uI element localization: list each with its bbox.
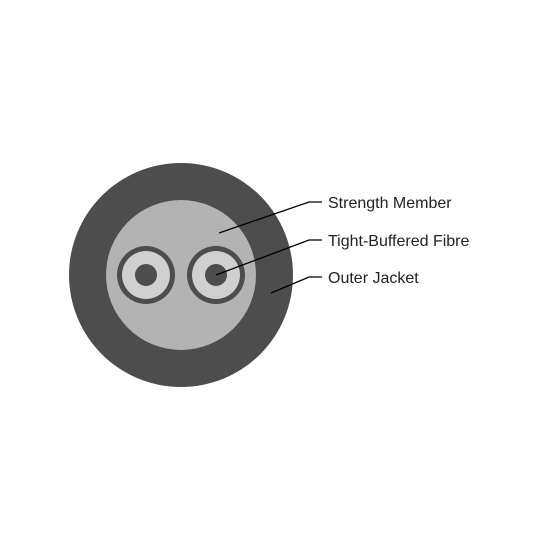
label-outer-jacket: Outer Jacket xyxy=(328,270,419,287)
fibre-left-core xyxy=(135,264,157,286)
leader-line-strength-member xyxy=(218,201,322,234)
strength-member-circle xyxy=(106,200,256,350)
fibre-left xyxy=(117,246,175,304)
leader-line-tight-buffered-fibre xyxy=(215,239,322,276)
label-tight-buffered-fibre: Tight-Buffered Fibre xyxy=(328,233,470,250)
leader-line-outer-jacket xyxy=(270,276,322,294)
label-strength-member: Strength Member xyxy=(328,195,452,212)
